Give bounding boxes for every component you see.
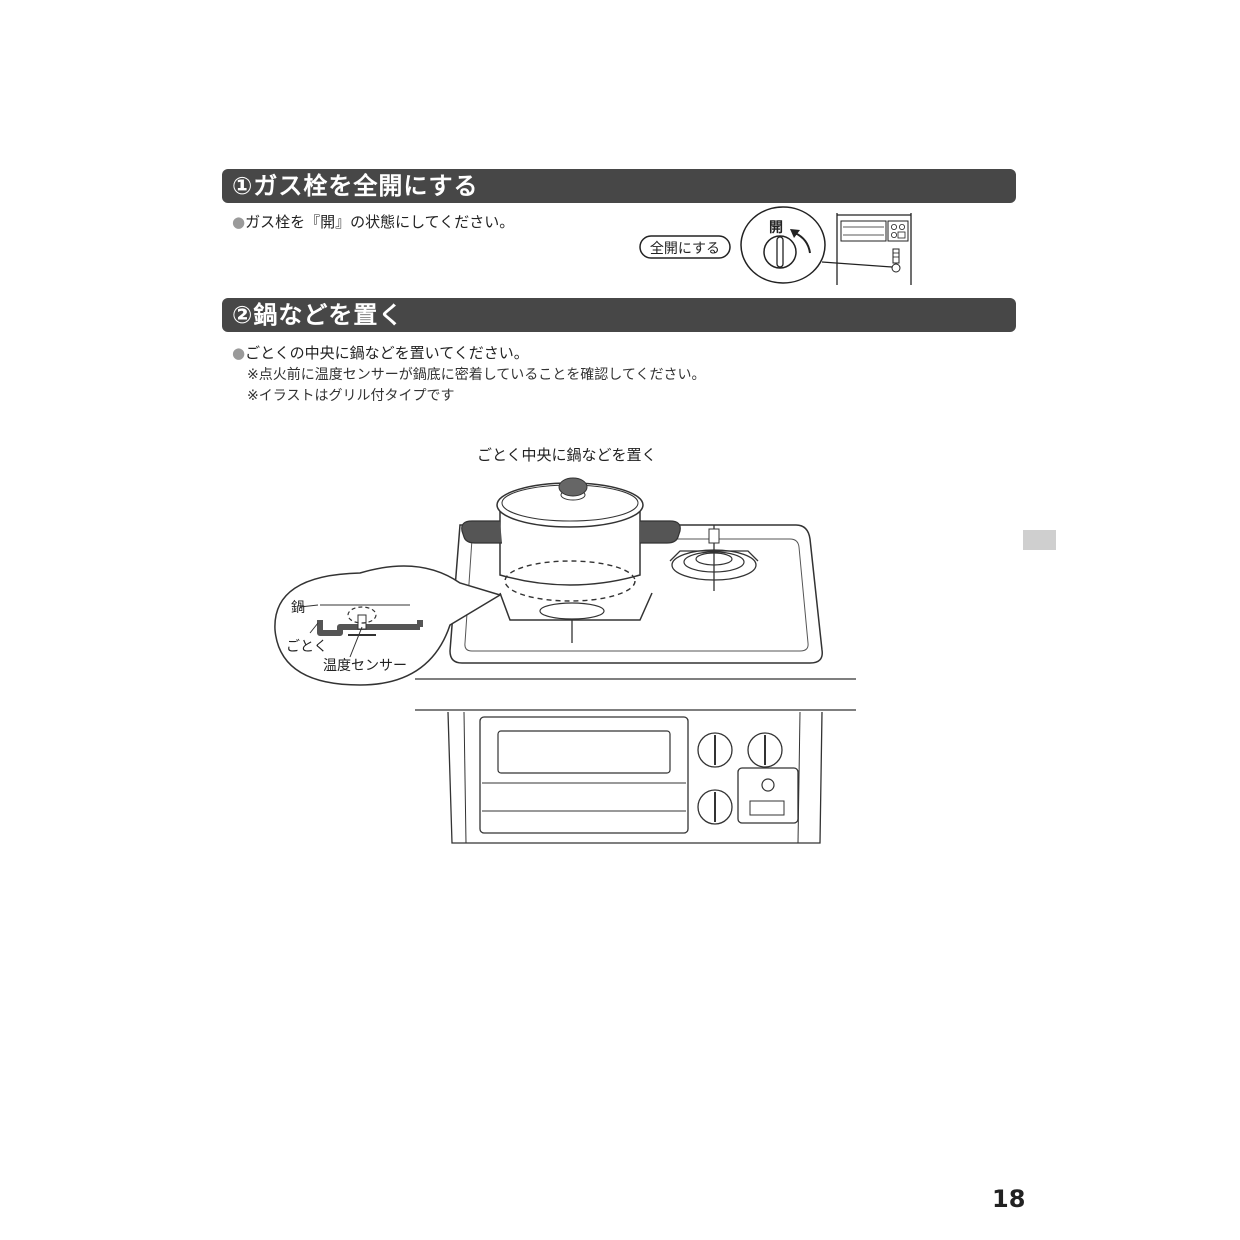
sensor-callout: [274, 565, 502, 686]
section-1-bullet-text: ガス栓を『開』の状態にしてください。: [245, 213, 515, 231]
pot-callout-label: 鍋: [291, 600, 305, 616]
section-1-bullet: ●ガス栓を『開』の状態にしてください。: [232, 212, 514, 232]
section-2-note-2: ※イラストはグリル付タイプです: [247, 388, 455, 404]
chapter-tab: [1023, 530, 1056, 550]
bullet-dot-icon: ●: [232, 344, 246, 362]
stove-front-panel: [447, 711, 823, 844]
pot-icon: [461, 477, 681, 602]
figure-caption: ごとく中央に鍋などを置く: [477, 446, 657, 464]
sensor-callout-label: 温度センサー: [323, 658, 407, 674]
rear-burner: [669, 525, 759, 591]
section-2-bullet: ●ごとくの中央に鍋などを置いてください。: [232, 343, 529, 363]
gas-valve-illustration: 全開にする 開: [639, 206, 912, 285]
section-2-bullet-text: ごとくの中央に鍋などを置いてください。: [245, 344, 529, 362]
turn-arrow-icon: [794, 232, 811, 254]
burner-knobs: [697, 732, 799, 825]
section-1-title: ①ガス栓を全開にする: [232, 172, 479, 200]
trivet-callout-label: ごとく: [286, 639, 328, 655]
section-2-title: ②鍋などを置く: [232, 301, 404, 329]
section-1-heading: ①ガス栓を全開にする: [222, 169, 1016, 203]
grill-door: [479, 716, 689, 834]
section-2-note-1: ※点火前に温度センサーが鍋底に密着していることを確認してください。: [247, 367, 706, 383]
page-number: 18: [992, 1185, 1026, 1213]
bullet-dot-icon: ●: [232, 213, 246, 231]
valve-open-mark: 開: [769, 220, 783, 236]
stove-illustration: [274, 477, 856, 844]
full-open-label: 全開にする: [650, 240, 720, 257]
front-burner: [499, 592, 653, 643]
section-2-heading: ②鍋などを置く: [222, 298, 1016, 332]
full-open-label-frame: [639, 235, 731, 259]
cabinet-icon: [836, 213, 912, 285]
